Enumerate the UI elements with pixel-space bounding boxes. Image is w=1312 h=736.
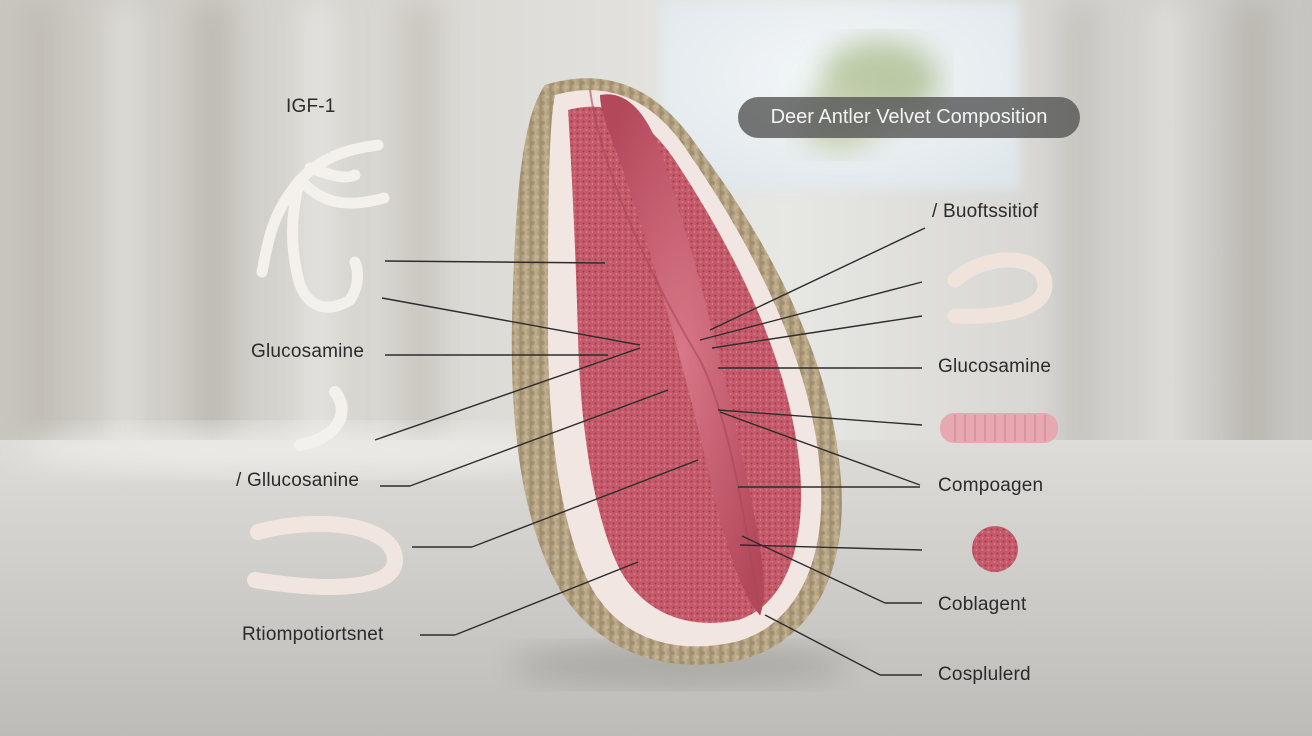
label-glucosamine-right: Glucosamine <box>938 356 1052 377</box>
label-glucosamine-left: Glucosamine <box>251 341 365 362</box>
sphere-model <box>972 526 1018 572</box>
title-badge: Deer Antler Velvet Composition <box>738 97 1080 138</box>
leader-lines <box>374 227 926 676</box>
title-text: Deer Antler Velvet Composition <box>770 106 1048 128</box>
label-cosplulerd: Cosplulerd <box>938 664 1031 685</box>
curved-model-right <box>947 252 1053 324</box>
label-igf-1: IGF-1 <box>286 96 336 117</box>
curved-model-left <box>247 515 404 595</box>
collagen-fiber-model <box>940 413 1058 443</box>
label-rtiompotiortsnet: Rtiompotiortsnet <box>242 624 384 645</box>
igf-1-molecule-model <box>256 139 390 313</box>
label-compoagen: Compoagen <box>938 475 1044 496</box>
glucosamine-model-left <box>294 386 348 451</box>
label-gllucosanine: / Gllucosanine <box>236 470 360 491</box>
label-coblagent: Coblagent <box>938 594 1027 615</box>
antler-section <box>511 78 842 665</box>
label-buoftssitiof: / Buoftssitiof <box>932 201 1039 222</box>
